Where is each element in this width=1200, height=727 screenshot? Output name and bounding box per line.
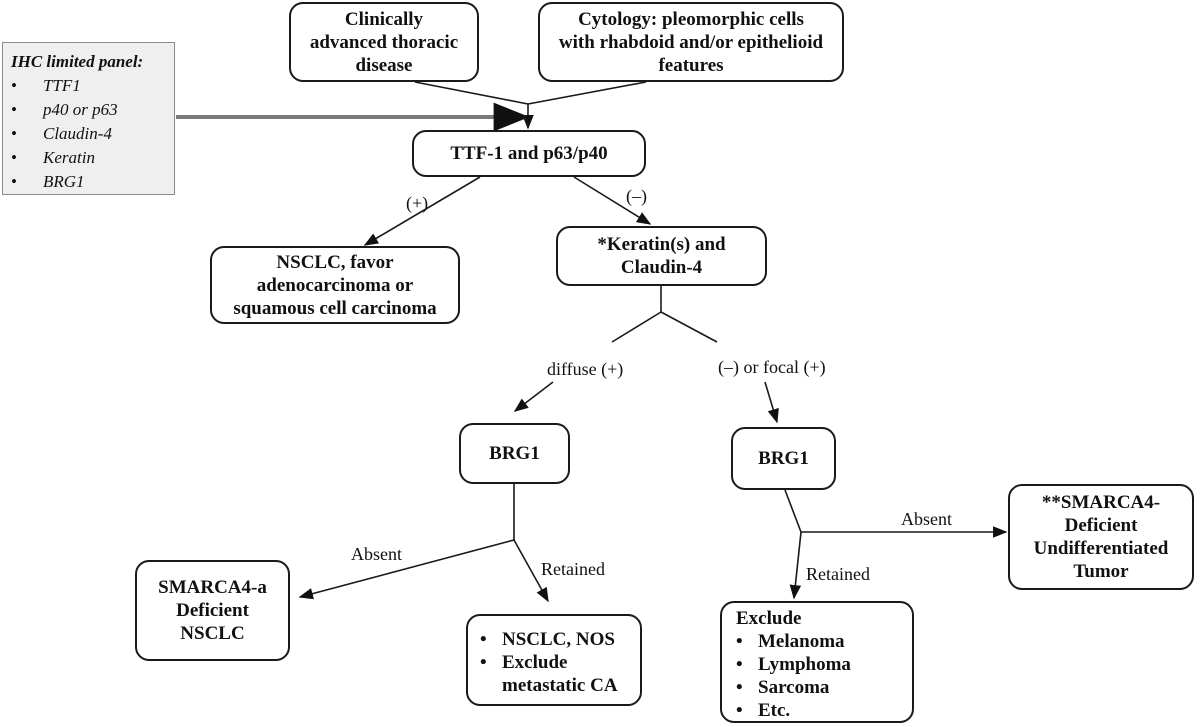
node-text: adenocarcinoma or [256,274,414,296]
ihc-panel: IHC limited panel: • TTF1 • p40 or p63 • Cl… [2,42,175,195]
connector-cytology [527,81,647,105]
node-text: with rhabdoid and/or epithelioid [558,31,824,53]
label-negative: (–) [626,186,647,206]
ihc-item-label: p40 or p63 [43,100,118,119]
node-text: NSCLC [180,623,245,644]
connector-brg1-right-down [784,489,802,533]
node-list: • NSCLC, NOS • Exclude metastatic CA [480,628,618,697]
ihc-panel-title: IHC limited panel: [11,52,144,71]
list-item: • Etc. [736,699,851,722]
node-text: Clinically [344,8,424,30]
ihc-item-label: Keratin [43,148,95,167]
bullet: • [736,654,743,675]
node-text: Deficient [1064,515,1138,536]
arrow-to-brg1-right [764,381,779,424]
ihc-item-label: BRG1 [43,172,85,191]
ihc-panel-item: • p40 or p63 [11,98,166,122]
label-retained-right: Retained [806,564,870,584]
node-text: Etc. [758,700,791,721]
bullet-spacer [480,674,502,697]
node-text: squamous cell carcinoma [233,297,437,319]
ihc-item-label: TTF1 [43,76,81,95]
arrow-to-brg1-left [513,381,554,412]
label-absent-right: Absent [901,509,952,529]
node-text: Sarcoma [758,677,830,698]
node-text: NSCLC, NOS [502,629,615,650]
list-item: metastatic CA [480,674,618,697]
list-item: • Sarcoma [736,676,851,699]
node-cytology: Cytology: pleomorphic cells with rhabdoi… [538,2,844,82]
bullet: • [11,76,17,95]
node-text: metastatic CA [502,675,618,696]
node-text: TTF-1 and p63/p40 [450,143,608,164]
node-nsclc-nos: • NSCLC, NOS • Exclude metastatic CA [466,614,642,706]
arrow-to-nsclc-nos [513,539,549,603]
bullet: • [11,172,17,191]
list-item: • Exclude [480,651,618,674]
arrow-to-nsclc-favor [363,176,481,246]
node-nsclc-favor: NSCLC, favor adenocarcinoma or squamous … [210,246,460,324]
node-text: Melanoma [758,631,845,652]
bullet: • [11,148,17,167]
bullet: • [736,631,743,652]
node-text: features [658,54,724,76]
arrow-to-exclude [789,531,802,600]
node-list: • Melanoma • Lymphoma • Sarcoma • Etc. [736,630,851,722]
ihc-panel-list: • TTF1 • p40 or p63 • Claudin-4 • Keratin • B… [11,74,166,194]
node-text: Tumor [1073,561,1129,582]
node-brg1-left: BRG1 [459,423,570,484]
connector-clinical [414,81,529,105]
label-positive: (+) [406,193,429,213]
node-brg1-right: BRG1 [731,427,836,490]
node-text: Exclude [502,652,568,673]
bullet: • [736,677,743,698]
node-exclude: Exclude • Melanoma • Lymphoma • Sarcoma • Et… [720,601,914,723]
bullet: • [11,100,17,119]
node-smarca4-undiff: **SMARCA4- Deficient Undifferentiated Tu… [1008,484,1194,590]
node-smarca4-nsclc: SMARCA4-a Deficient NSCLC [135,560,290,661]
node-text: Undifferentiated [1033,538,1169,559]
ihc-panel-item: • Claudin-4 [11,122,166,146]
ihc-panel-item: • BRG1 [11,170,166,194]
connector-fork-right [660,311,718,343]
node-keratin: *Keratin(s) and Claudin-4 [556,226,767,286]
bullet: • [736,700,743,721]
node-text: disease [355,54,413,76]
list-item: • Melanoma [736,630,851,653]
label-absent-left: Absent [351,544,402,564]
node-text: advanced thoracic [309,31,459,53]
node-text: Lymphoma [758,654,851,675]
node-text: SMARCA4-a [158,577,267,598]
node-text: BRG1 [758,448,809,469]
label-diffuse: diffuse (+) [547,359,624,379]
node-text: Cytology: pleomorphic cells [578,8,804,30]
node-ttf1: TTF-1 and p63/p40 [412,130,646,177]
list-item: • NSCLC, NOS [480,628,618,651]
node-text: Deficient [176,600,249,621]
node-text: *Keratin(s) and [597,234,726,255]
node-clinical: Clinically advanced thoracic disease [289,2,479,82]
node-text: NSCLC, favor [276,251,394,273]
node-text: Claudin-4 [620,257,703,278]
node-title: Exclude [736,608,802,629]
label-retained-left: Retained [541,559,605,579]
node-text: **SMARCA4- [1041,492,1161,513]
label-focal: (–) or focal (+) [718,357,826,377]
node-text: BRG1 [489,443,540,464]
bullet: • [11,124,17,143]
list-item: • Lymphoma [736,653,851,676]
arrow-to-smarca4-nsclc [298,539,515,600]
bullet: • [480,629,487,650]
ihc-panel-item: • TTF1 [11,74,166,98]
connector-fork-left [611,311,662,343]
bullet: • [480,652,487,673]
arrow-to-keratin [573,176,652,225]
ihc-item-label: Claudin-4 [43,124,112,143]
ihc-panel-item: • Keratin [11,146,166,170]
